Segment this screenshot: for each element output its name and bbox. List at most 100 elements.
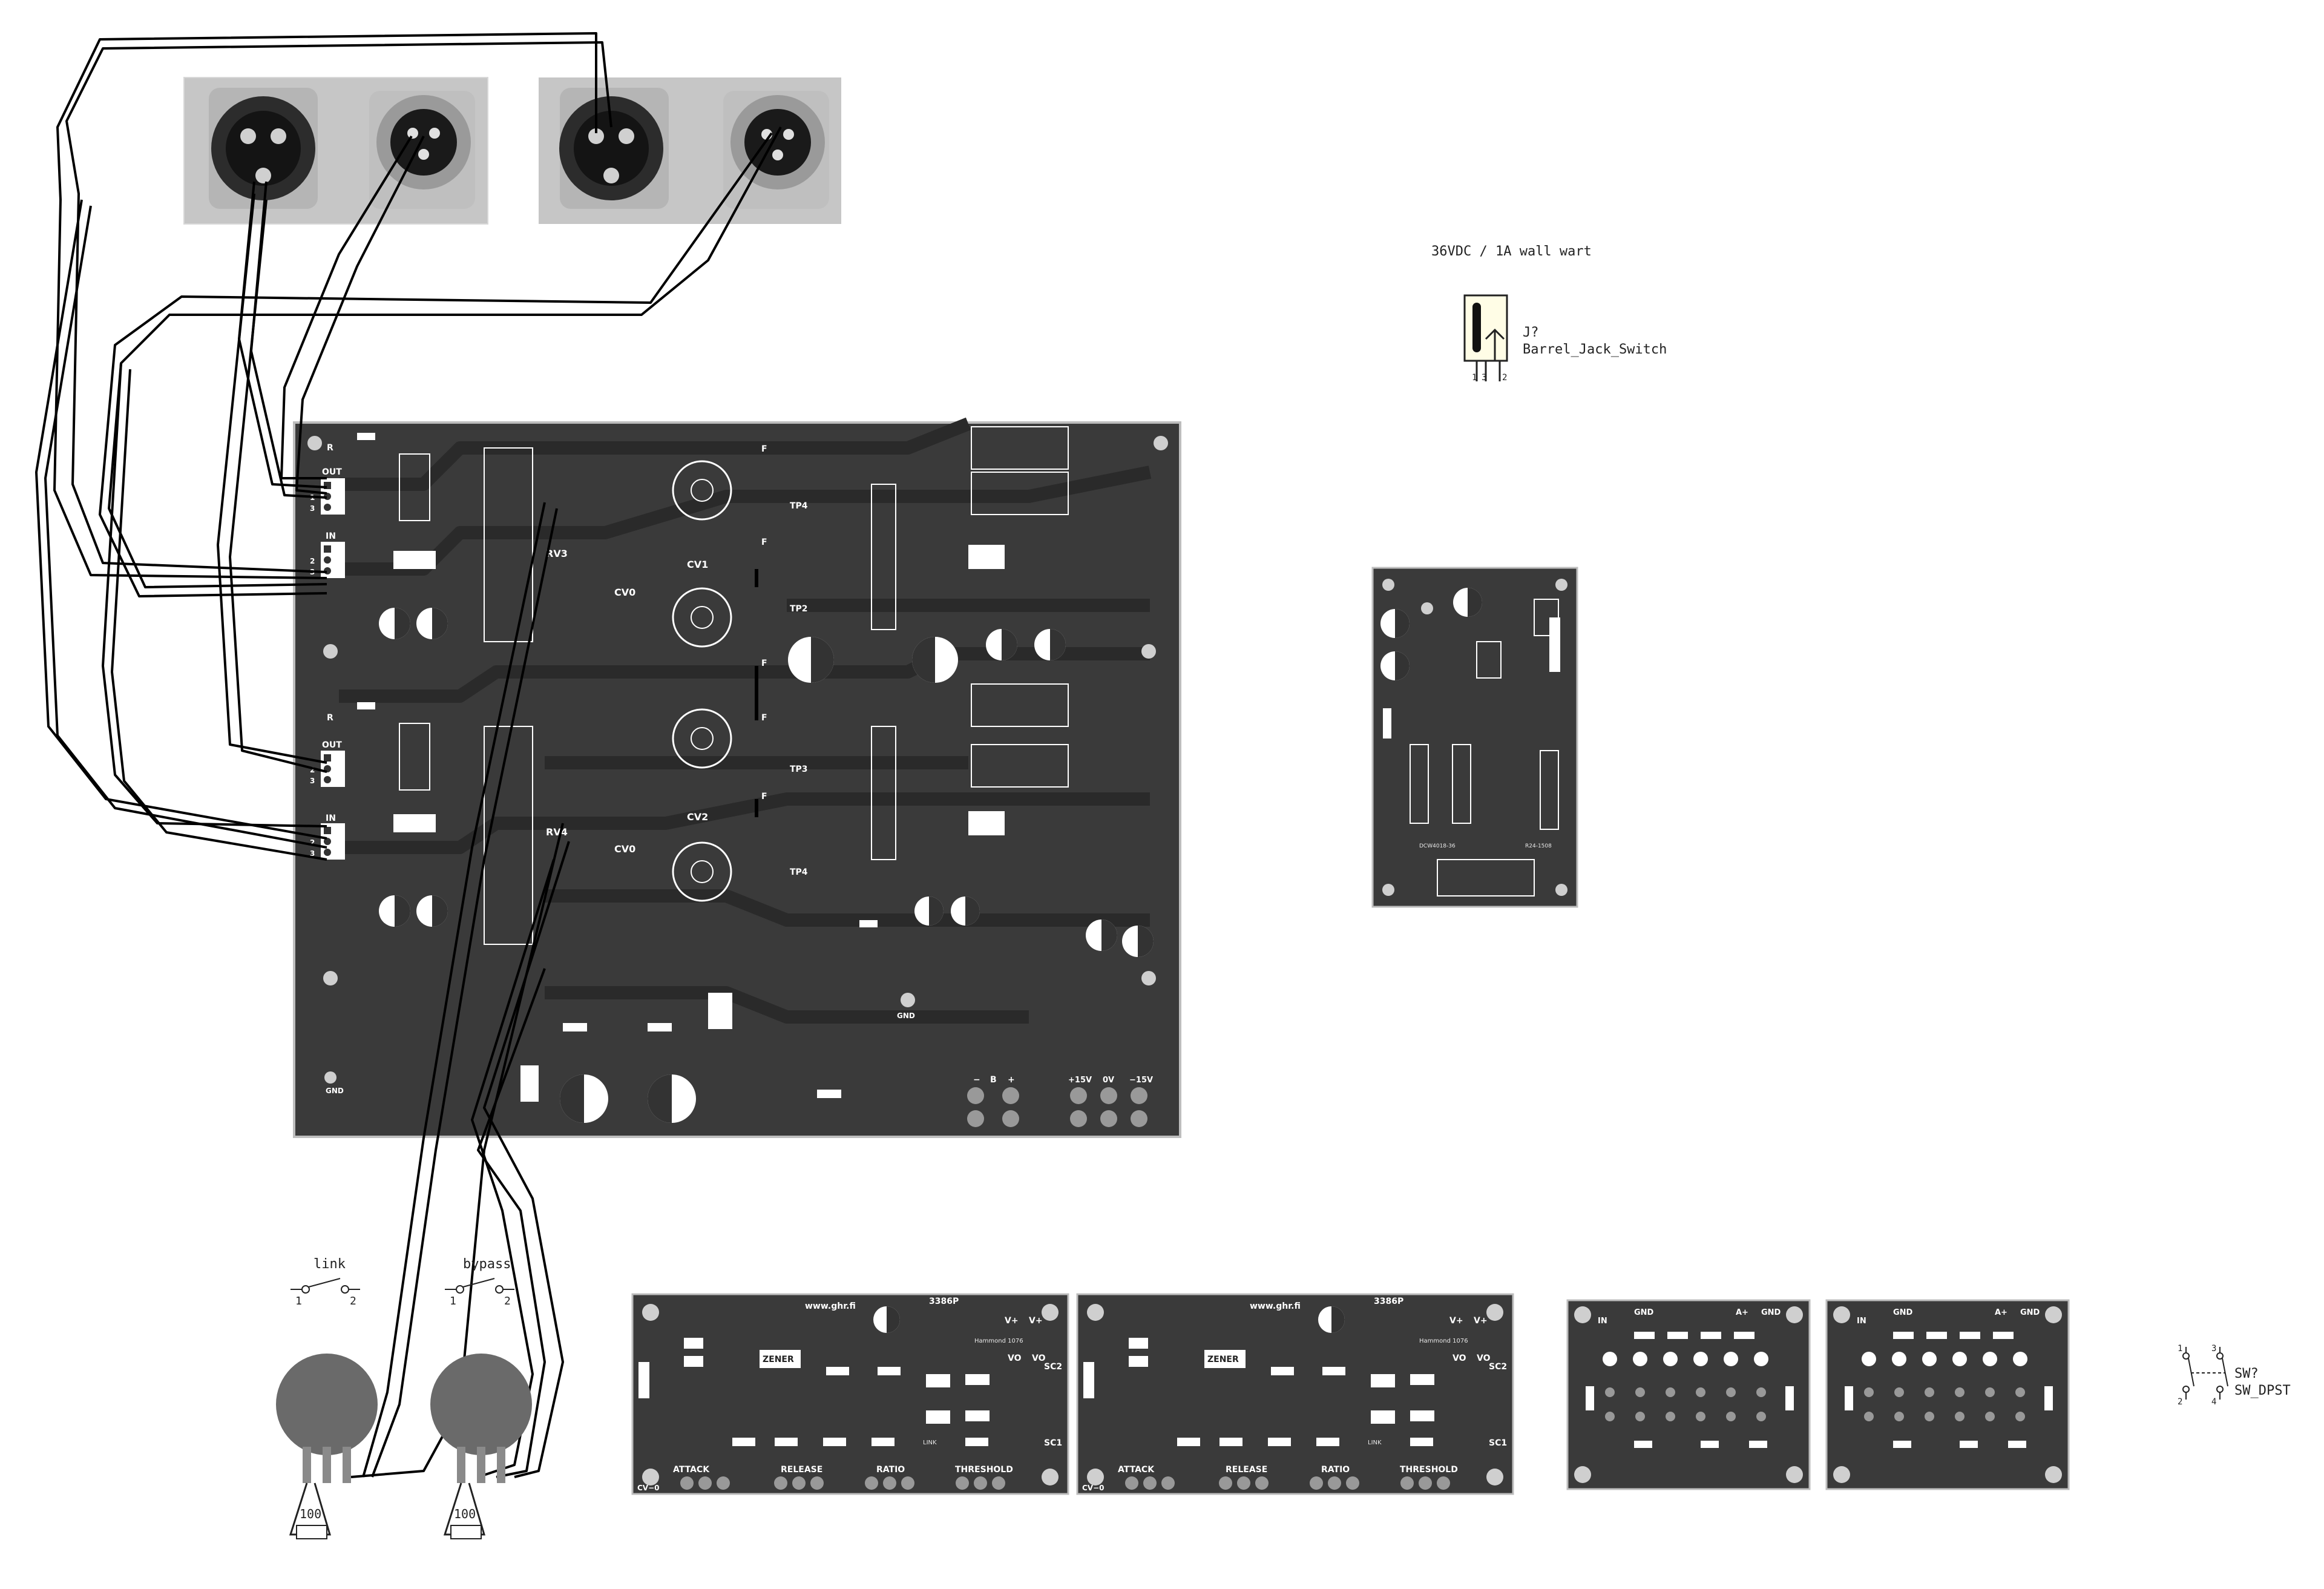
svg-text:GND: GND (897, 1012, 915, 1020)
xlr-female-icon (209, 88, 318, 209)
svg-text:2: 2 (350, 1295, 356, 1308)
dpst-switch-schematic: 1 2 3 4 SW? SW_DPST (2178, 1344, 2291, 1407)
svg-text:3: 3 (310, 849, 315, 858)
svg-text:1: 1 (1472, 373, 1477, 383)
xlr-female-icon (559, 88, 669, 209)
potentiometer-right: 100 (430, 1354, 532, 1539)
svg-text:2: 2 (310, 766, 315, 774)
svg-text:CV0: CV0 (614, 587, 635, 598)
svg-text:3: 3 (1482, 373, 1486, 383)
svg-text:A+: A+ (1736, 1308, 1748, 1317)
svg-text:+15V: +15V (1068, 1076, 1092, 1085)
svg-text:−: − (973, 1075, 980, 1085)
svg-text:ZENER: ZENER (763, 1355, 794, 1364)
svg-text:F: F (761, 713, 767, 723)
svg-text:F: F (761, 792, 767, 801)
svg-text:RELEASE: RELEASE (1226, 1465, 1267, 1475)
xlr-male-icon (723, 91, 829, 209)
out-connector-top (321, 478, 345, 515)
svg-text:1: 1 (450, 1295, 456, 1308)
svg-text:SC2: SC2 (1044, 1362, 1062, 1372)
svg-text:VO: VO (1032, 1354, 1046, 1363)
svg-text:2: 2 (310, 557, 315, 565)
svg-text:VO: VO (1008, 1354, 1022, 1363)
svg-text:4: 4 (2211, 1397, 2216, 1407)
connector-photo-left (183, 77, 488, 225)
svg-text:CV2: CV2 (687, 811, 708, 823)
svg-text:3386P: 3386P (1374, 1297, 1403, 1306)
wiring-harness (35, 32, 782, 1478)
svg-text:VO: VO (1477, 1354, 1491, 1363)
svg-text:R: R (327, 443, 333, 453)
svg-text:3: 3 (310, 504, 315, 513)
tube-socket-1 (672, 460, 732, 521)
svg-text:IN: IN (326, 814, 336, 823)
power-jack-title: 36VDC / 1A wall wart (1431, 244, 1592, 259)
svg-text:0V: 0V (1103, 1076, 1114, 1085)
tube-socket-2 (672, 587, 732, 648)
svg-text:www.ghr.fi: www.ghr.fi (805, 1301, 856, 1311)
svg-text:F: F (761, 444, 767, 454)
svg-text:1: 1 (2178, 1344, 2182, 1354)
svg-text:RATIO: RATIO (876, 1465, 905, 1475)
svg-text:TP4: TP4 (790, 501, 808, 511)
svg-text:F: F (761, 538, 767, 547)
svg-text:LINK: LINK (1368, 1439, 1382, 1446)
svg-text:SC2: SC2 (1489, 1362, 1507, 1372)
svg-text:CV1: CV1 (687, 559, 708, 570)
svg-text:RV4: RV4 (546, 826, 568, 838)
svg-text:GND: GND (1761, 1308, 1781, 1317)
svg-text:RELEASE: RELEASE (781, 1465, 822, 1475)
svg-text:VO: VO (1452, 1354, 1466, 1363)
dpst-value: SW_DPST (2234, 1383, 2291, 1398)
svg-text:TP2: TP2 (790, 604, 808, 614)
svg-text:3386P: 3386P (929, 1297, 959, 1306)
main-board: R OUT IN R OUT IN 1 3 2 3 2 3 2 3 (293, 417, 1181, 1138)
svg-text:www.ghr.fi: www.ghr.fi (1250, 1301, 1301, 1311)
svg-text:R24-1508: R24-1508 (1525, 843, 1552, 849)
sidechain-pot-row: ATTACK RELEASE RATIO THRESHOLD CV−0 (1082, 1465, 1458, 1492)
svg-text:IN: IN (1857, 1317, 1866, 1326)
svg-text:GND: GND (1634, 1308, 1654, 1317)
svg-text:CV−0: CV−0 (637, 1484, 660, 1492)
svg-text:bypass: bypass (463, 1257, 511, 1272)
tube-socket-4 (672, 841, 732, 902)
power-terminal-block: − B + (967, 1075, 1019, 1127)
svg-text:V+: V+ (1474, 1316, 1488, 1326)
svg-text:2: 2 (2178, 1397, 2182, 1407)
svg-text:OUT: OUT (322, 467, 342, 477)
svg-text:link: link (313, 1257, 346, 1272)
power-jack-schematic: 36VDC / 1A wall wart 1 3 2 J? Barrel_Jac… (1431, 244, 1667, 383)
xlr-male-icon (369, 91, 475, 209)
dpst-ref: SW? (2234, 1366, 2259, 1381)
svg-text:A+: A+ (1995, 1308, 2007, 1317)
svg-text:2: 2 (310, 838, 315, 847)
tube-socket-3 (672, 708, 732, 769)
svg-text:−15V: −15V (1129, 1076, 1153, 1085)
svg-text:100: 100 (454, 1507, 476, 1521)
svg-text:Hammond 1076: Hammond 1076 (1419, 1338, 1468, 1344)
in-connector-bottom (321, 823, 345, 860)
power-jack-value: Barrel_Jack_Switch (1523, 342, 1667, 357)
svg-text:F: F (761, 659, 767, 668)
potentiometer-left: 100 (276, 1354, 378, 1539)
svg-text:TP4: TP4 (790, 867, 808, 877)
svg-text:V+: V+ (1449, 1316, 1463, 1326)
svg-text:2: 2 (1502, 373, 1507, 383)
svg-text:2: 2 (504, 1295, 511, 1308)
driver-board-2: IN GND A+ GND (1825, 1299, 2070, 1490)
svg-text:GND: GND (2020, 1308, 2040, 1317)
svg-text:THRESHOLD: THRESHOLD (1400, 1465, 1458, 1475)
svg-text:CV0: CV0 (614, 843, 635, 855)
svg-text:ZENER: ZENER (1207, 1355, 1239, 1364)
svg-text:3: 3 (2211, 1344, 2216, 1354)
svg-text:TP3: TP3 (790, 765, 808, 774)
svg-text:R: R (327, 713, 333, 723)
svg-text:B: B (990, 1075, 997, 1085)
connector-photo-right (539, 77, 841, 224)
sidechain-board-1: www.ghr.fi 3386P Hammond 1076 ZENER V+ V… (631, 1293, 1069, 1495)
sidechain-pot-row: ATTACK RELEASE RATIO THRESHOLD CV−0 (637, 1465, 1013, 1492)
svg-text:V+: V+ (1005, 1316, 1019, 1326)
svg-text:IN: IN (1598, 1317, 1607, 1326)
